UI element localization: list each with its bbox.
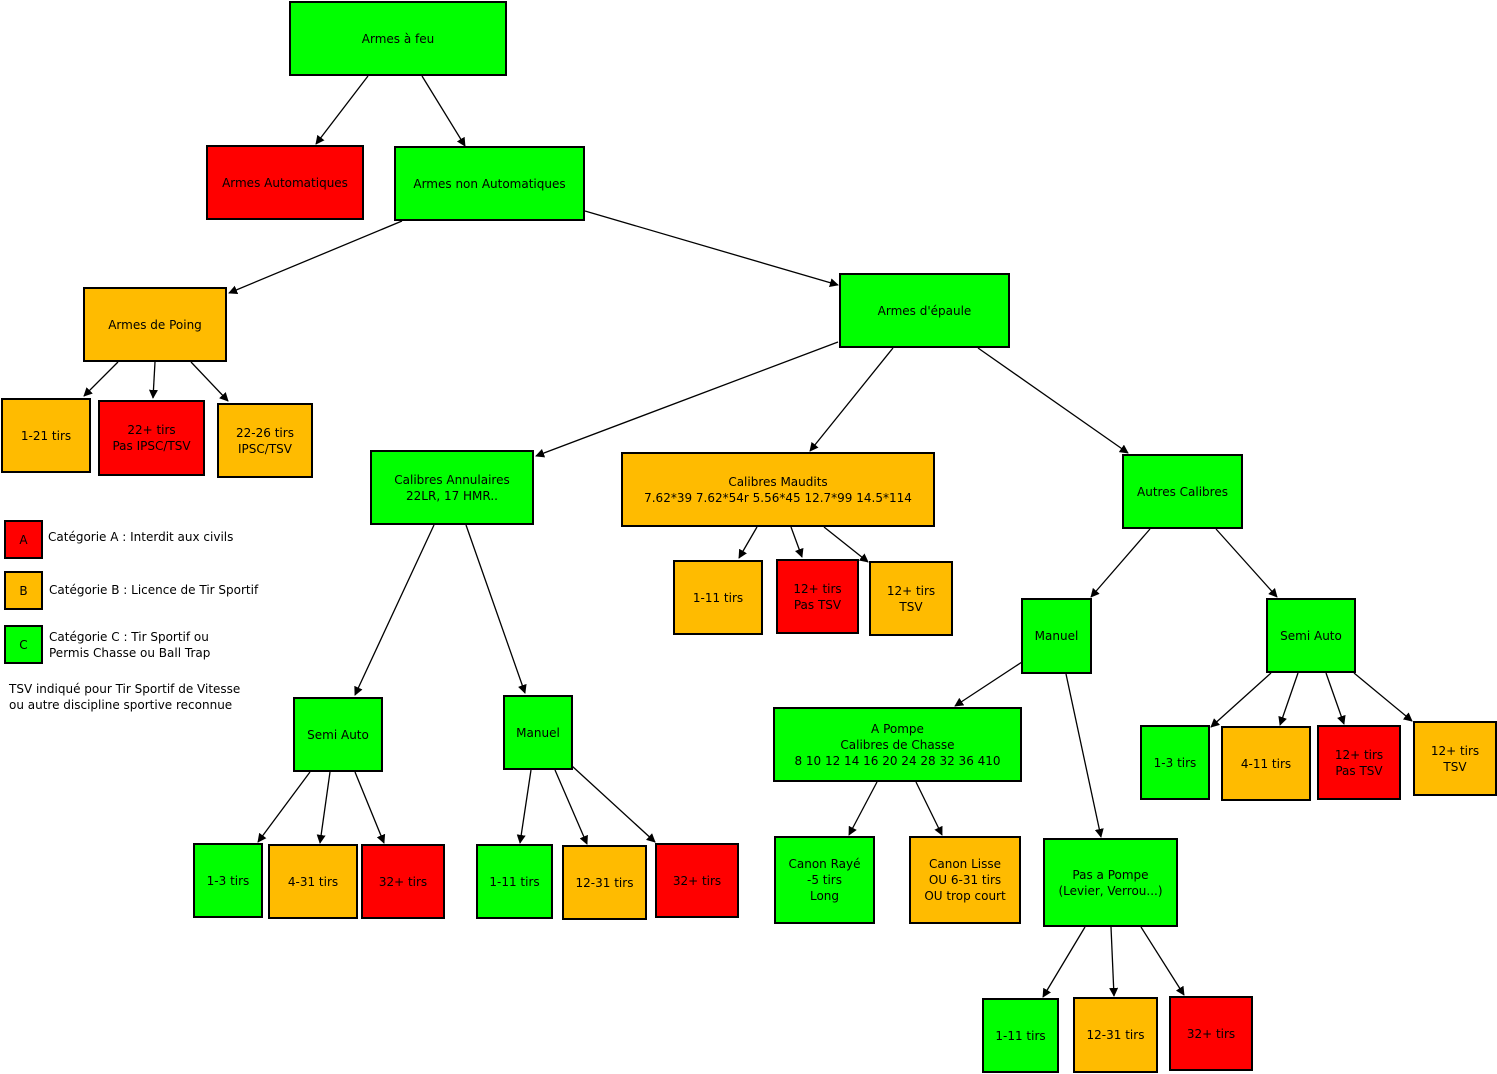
arrow-pompe-lisse — [915, 781, 943, 836]
node-armes-d-epaule: Armes d'épaule — [839, 273, 1010, 348]
node-autres-semi-12plus-tsv: 12+ tirs TSV — [1413, 721, 1497, 796]
arrow-omanuel-pompe — [954, 661, 1023, 707]
node-maudits-12plus-pas-tsv: 12+ tirs Pas TSV — [776, 559, 859, 634]
arrow-paspompe-pp1 — [1042, 926, 1086, 998]
arrow-autres-osemi — [1215, 528, 1278, 598]
node-maudits-12plus-tsv: 12+ tirs TSV — [869, 561, 953, 636]
legend-text-b: Catégorie B : Licence de Tir Sportif — [49, 583, 259, 597]
node-pas-pompe-32plus: 32+ tirs — [1169, 996, 1253, 1071]
node-autres-semi-12plus-pas-tsv: 12+ tirs Pas TSV — [1317, 725, 1401, 800]
node-annulaires-semi-4-31: 4-31 tirs — [268, 844, 358, 919]
arrow-epaule-maudits — [809, 347, 894, 452]
node-pas-a-pompe: Pas a Pompe (Levier, Verrou...) — [1043, 838, 1178, 927]
arrow-annulaires-manuel — [465, 524, 527, 694]
node-poing-22plus: 22+ tirs Pas IPSC/TSV — [98, 400, 205, 476]
arrow-amanuel-am2 — [554, 769, 588, 845]
legend-swatch-b: B — [4, 571, 43, 610]
arrow-poing-p3 — [190, 361, 229, 402]
node-poing-1-21: 1-21 tirs — [1, 398, 91, 473]
legend-tsv-note: TSV indiqué pour Tir Sportif de Vitesse … — [9, 682, 241, 712]
node-annulaires-manuel-1-11: 1-11 tirs — [476, 844, 553, 919]
arrow-epaule-annulaires — [535, 341, 839, 458]
legend-swatch-c: C — [4, 625, 43, 664]
arrow-maudits-m2 — [790, 526, 804, 558]
node-canon-lisse: Canon Lisse OU 6-31 tirs OU trop court — [909, 836, 1021, 924]
node-canon-raye: Canon Rayé -5 tirs Long — [774, 836, 875, 924]
arrow-epaule-autres — [977, 347, 1129, 454]
arrow-paspompe-pp2 — [1109, 926, 1119, 997]
node-calibres-annulaires: Calibres Annulaires 22LR, 17 HMR.. — [370, 450, 534, 525]
node-autres-semi-auto: Semi Auto — [1266, 598, 1356, 673]
arrow-asemi-as3 — [354, 771, 386, 844]
arrow-osemi-os1 — [1210, 672, 1272, 728]
node-annulaires-semi-1-3: 1-3 tirs — [193, 843, 263, 918]
arrow-root-nonauto — [421, 75, 466, 147]
node-poing-22-26: 22-26 tirs IPSC/TSV — [217, 403, 313, 478]
node-annulaires-manuel-12-31: 12-31 tirs — [562, 845, 647, 920]
node-a-pompe: A Pompe Calibres de Chasse 8 10 12 14 16… — [773, 707, 1022, 782]
node-annulaires-manuel-32plus: 32+ tirs — [655, 843, 739, 918]
arrow-maudits-m1 — [738, 526, 758, 559]
node-annulaires-semi-32plus: 32+ tirs — [361, 844, 445, 919]
node-armes-automatiques: Armes Automatiques — [206, 145, 364, 220]
legend-swatch-a: A — [4, 520, 43, 559]
arrow-omanuel-paspompe — [1065, 673, 1104, 838]
node-armes-a-feu: Armes à feu — [289, 1, 507, 76]
arrow-maudits-m3 — [823, 526, 869, 563]
node-calibres-maudits: Calibres Maudits 7.62*39 7.62*54r 5.56*4… — [621, 452, 935, 527]
arrow-poing-p2 — [148, 361, 158, 399]
arrow-root-auto — [315, 75, 369, 145]
arrow-amanuel-am1 — [516, 769, 532, 844]
arrow-paspompe-pp3 — [1140, 926, 1185, 996]
arrow-asemi-as2 — [316, 771, 331, 844]
arrow-osemi-os3 — [1325, 672, 1346, 725]
arrow-asemi-as1 — [257, 771, 311, 843]
node-maudits-1-11: 1-11 tirs — [673, 560, 763, 635]
node-autres-semi-4-11: 4-11 tirs — [1221, 726, 1311, 801]
node-armes-de-poing: Armes de Poing — [83, 287, 227, 362]
node-autres-manuel: Manuel — [1021, 598, 1092, 674]
arrow-autres-omanuel — [1090, 528, 1151, 598]
arrow-amanuel-am3 — [571, 765, 656, 843]
node-pas-pompe-12-31: 12-31 tirs — [1073, 997, 1158, 1073]
legend-text-c: Catégorie C : Tir Sportif ou Permis Chas… — [49, 630, 211, 660]
arrow-osemi-os2 — [1278, 672, 1299, 726]
arrow-poing-p1 — [83, 361, 119, 397]
arrow-nonauto-poing — [228, 220, 403, 295]
node-armes-non-automatiques: Armes non Automatiques — [394, 146, 585, 221]
legend-text-a: Catégorie A : Interdit aux civils — [48, 530, 234, 544]
node-annulaires-semi-auto: Semi Auto — [293, 697, 383, 772]
node-autres-calibres: Autres Calibres — [1122, 454, 1243, 529]
node-annulaires-manuel: Manuel — [503, 695, 573, 770]
arrow-pompe-raye — [848, 781, 878, 836]
arrow-annulaires-semi — [354, 524, 435, 696]
arrow-nonauto-epaule — [584, 210, 839, 288]
node-autres-semi-1-3: 1-3 tirs — [1140, 725, 1210, 800]
node-pas-pompe-1-11: 1-11 tirs — [982, 998, 1059, 1073]
arrow-osemi-os4 — [1353, 672, 1413, 722]
